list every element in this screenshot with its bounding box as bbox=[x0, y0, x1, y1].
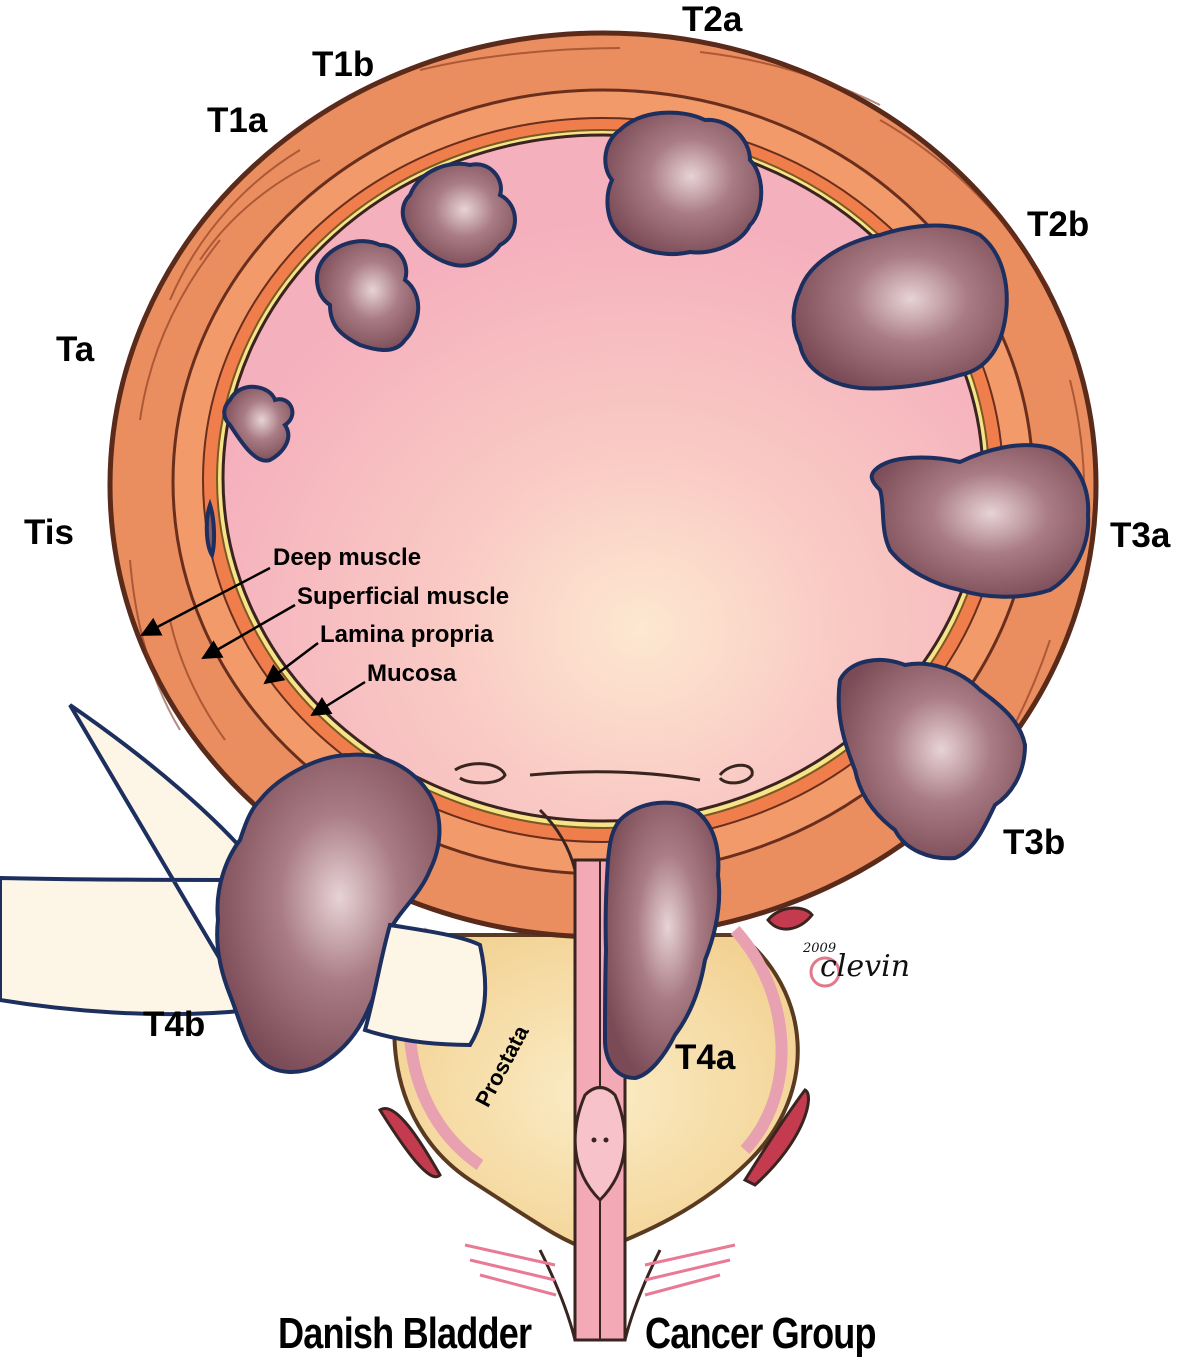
signature-year: 2009 bbox=[803, 941, 837, 956]
tumor-t1b bbox=[400, 161, 517, 268]
stage-label-t2b: T2b bbox=[1027, 205, 1090, 244]
stage-label-t4b: T4b bbox=[143, 1005, 206, 1044]
tumor-tis bbox=[204, 498, 217, 560]
stage-label-t1a: T1a bbox=[207, 101, 268, 140]
stage-label-t3a: T3a bbox=[1110, 516, 1171, 555]
vessel-sections bbox=[377, 906, 814, 1187]
footer-text-left: Danish Bladder bbox=[278, 1309, 532, 1358]
tumor-t4a bbox=[602, 800, 722, 1081]
stage-label-tis: Tis bbox=[24, 513, 74, 552]
tumor-t2b bbox=[791, 223, 1009, 391]
signature-circle bbox=[809, 956, 841, 988]
tumor-t2a bbox=[603, 110, 764, 257]
deep-muscle-arrow bbox=[140, 566, 271, 637]
stage-label-ta: Ta bbox=[56, 330, 95, 369]
signature-name: clevin bbox=[820, 949, 911, 984]
tumor-t4b bbox=[215, 752, 442, 1074]
stage-label-t1b: T1b bbox=[312, 45, 375, 84]
layer-label-superficial-muscle: Superficial muscle bbox=[297, 583, 510, 610]
pelvic-floor-muscle bbox=[464, 1243, 736, 1297]
layer-label-lamina-propria: Lamina propria bbox=[320, 621, 494, 648]
layer-label-mucosa: Mucosa bbox=[367, 660, 457, 687]
stage-label-t2a: T2a bbox=[682, 0, 743, 39]
footer-text-right: Cancer Group bbox=[645, 1309, 877, 1358]
tumor-ta bbox=[222, 384, 295, 463]
lamina-propria-arrow bbox=[263, 642, 319, 685]
layer-label-deep-muscle: Deep muscle bbox=[273, 544, 422, 571]
tumor-t3a bbox=[869, 443, 1091, 599]
stage-label-t3b: T3b bbox=[1003, 823, 1066, 862]
pelvic-wall-tissue bbox=[0, 703, 263, 1017]
tumor-t1a bbox=[315, 239, 421, 352]
layer-arrows bbox=[140, 566, 366, 717]
stage-label-t4a: T4a bbox=[675, 1038, 736, 1077]
tumor-t3b bbox=[836, 658, 1028, 861]
mucosa-arrow bbox=[310, 680, 366, 717]
superficial-muscle-arrow bbox=[201, 603, 296, 660]
pelvic-sidewall-extension bbox=[362, 922, 488, 1048]
